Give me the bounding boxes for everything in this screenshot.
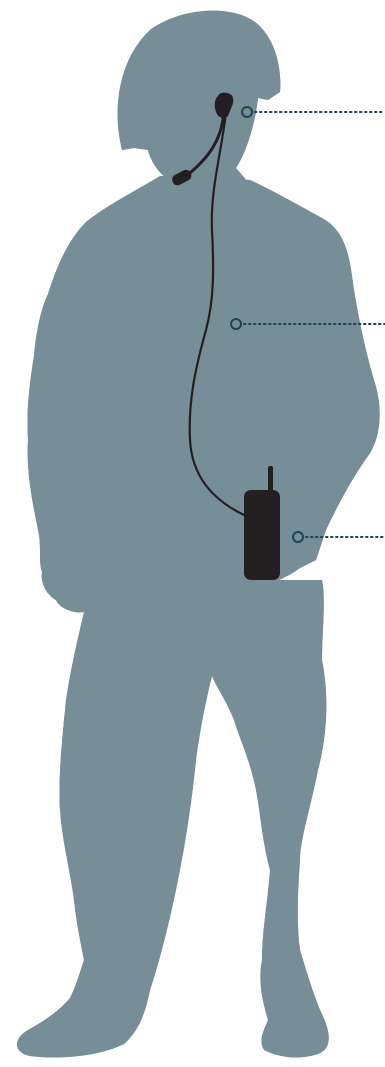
callout-earpiece <box>242 107 385 117</box>
callout-marker-cable <box>231 319 241 329</box>
callout-marker-earpiece <box>242 107 252 117</box>
radio-icon <box>244 490 280 580</box>
callout-marker-radio <box>293 532 303 542</box>
